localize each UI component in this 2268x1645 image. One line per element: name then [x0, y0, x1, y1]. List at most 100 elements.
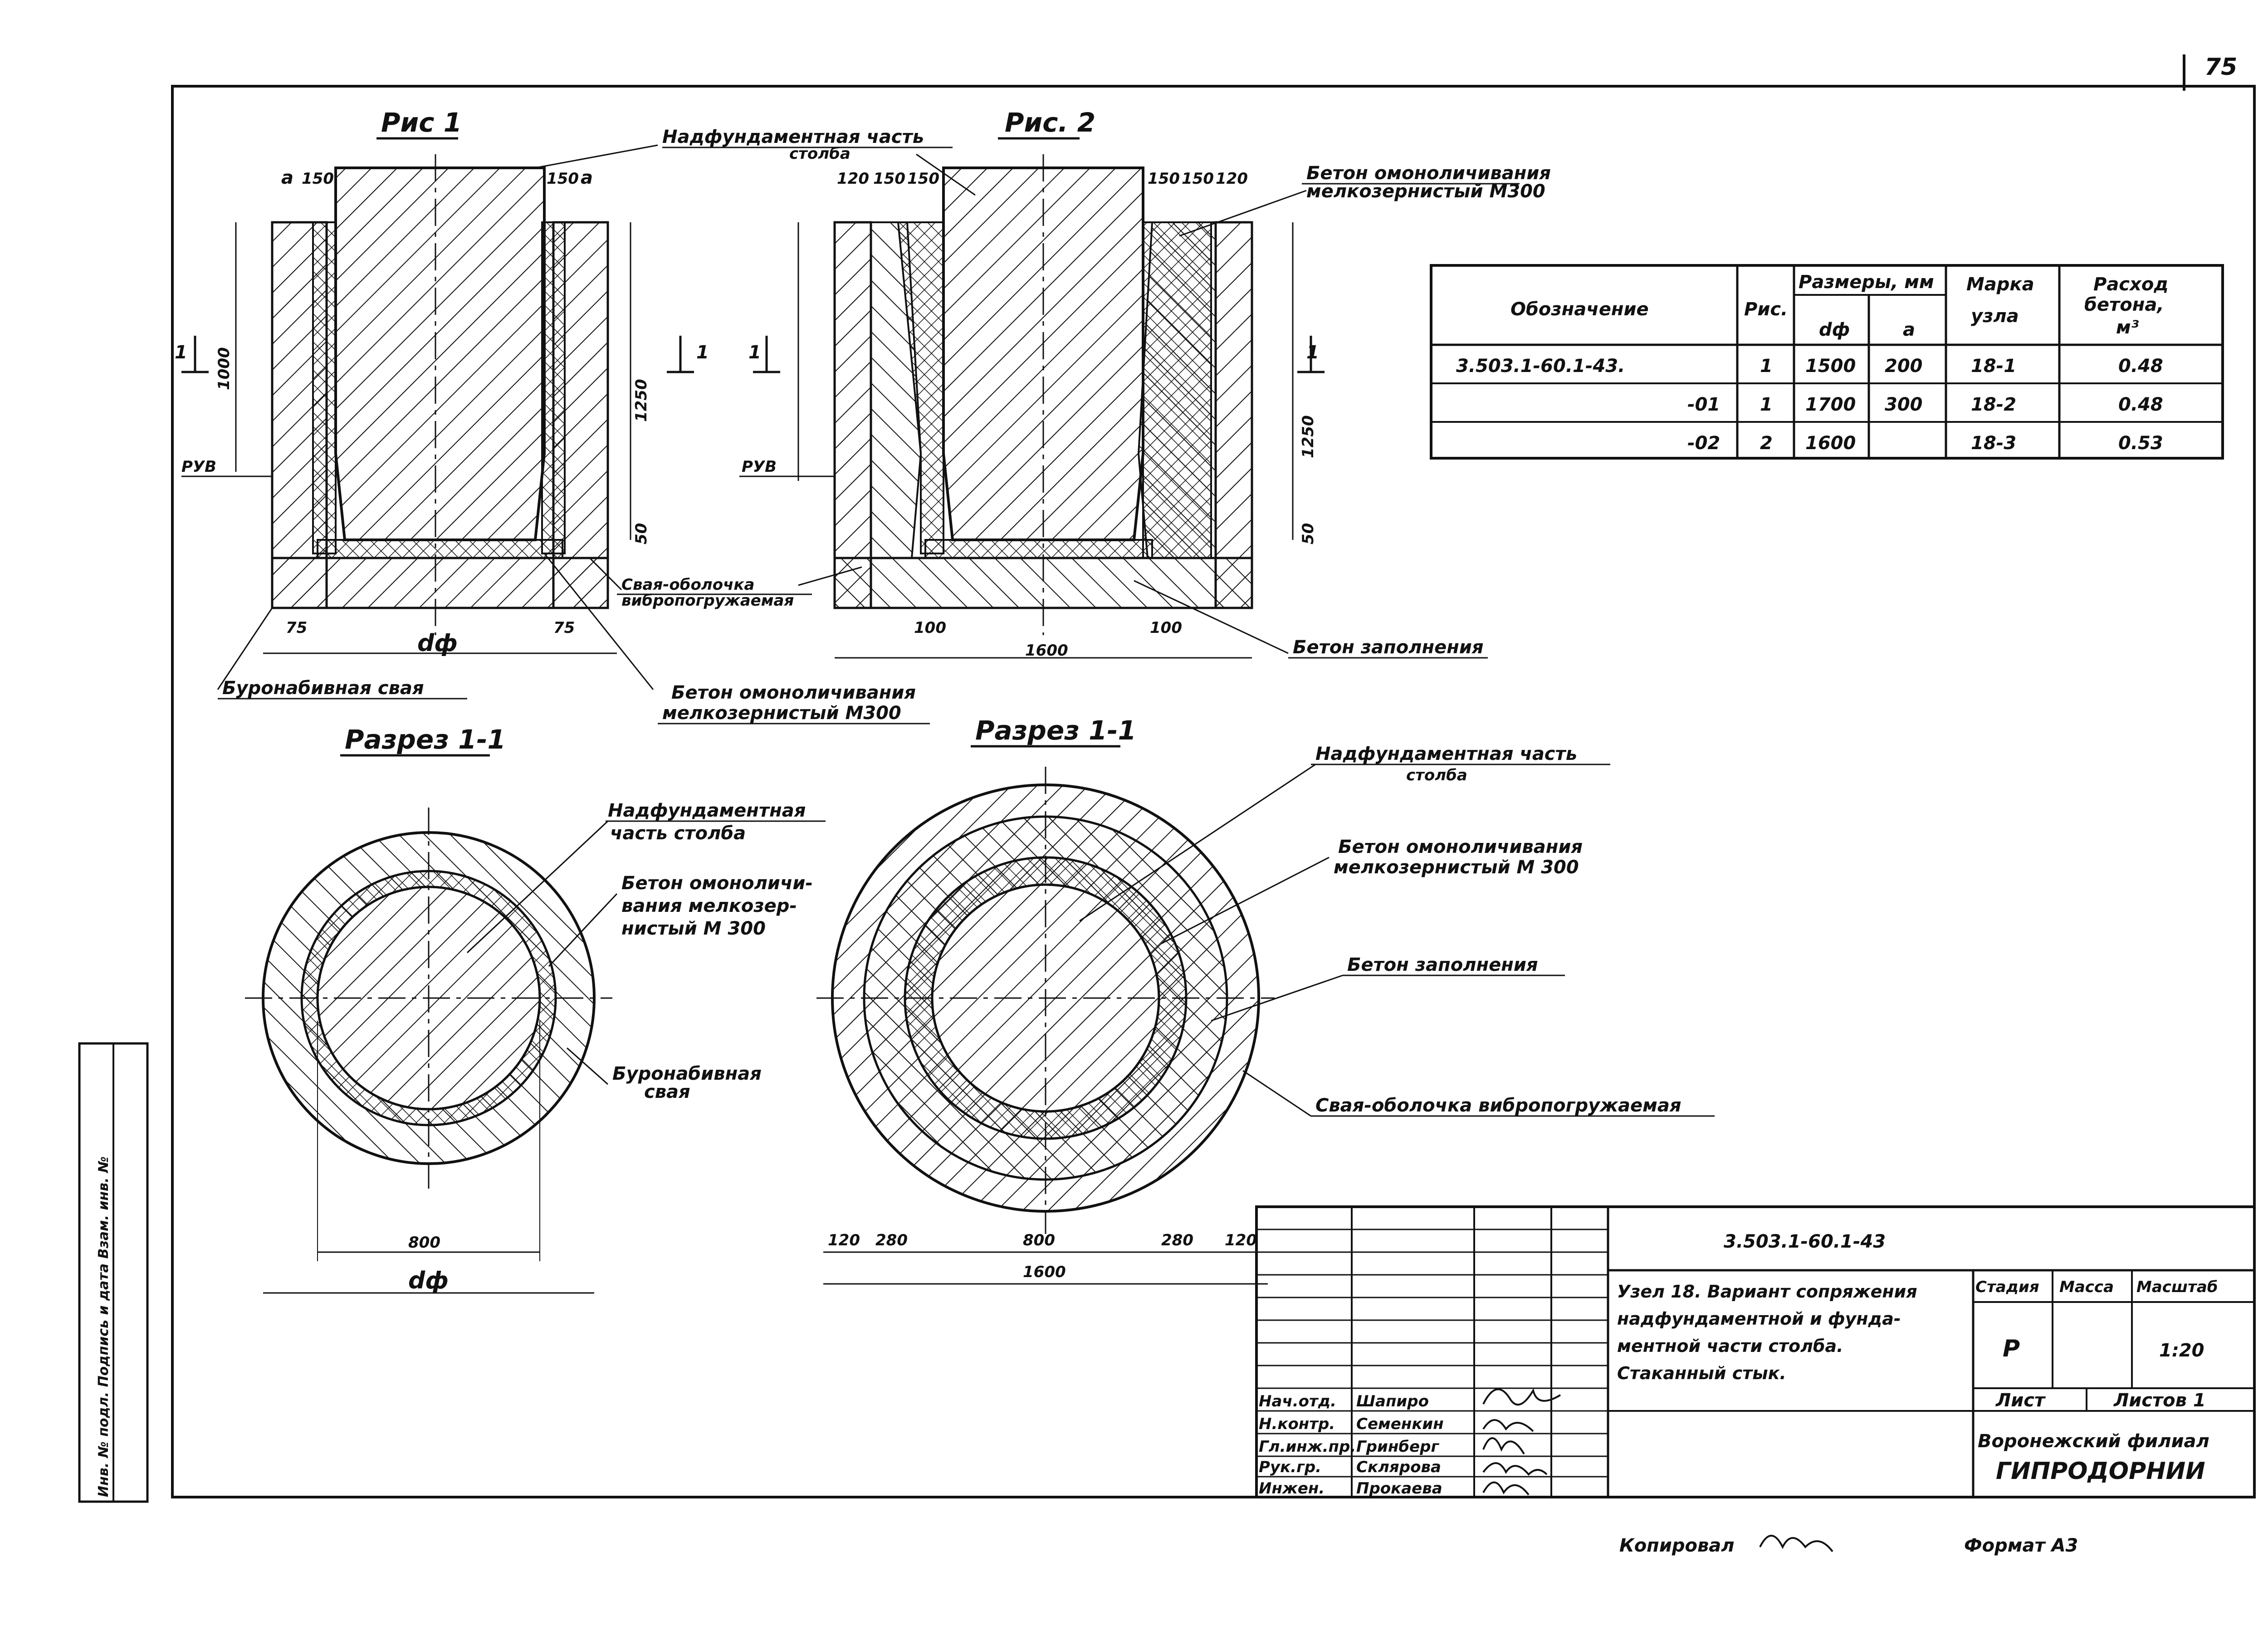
section1-title: Разрез 1-1 — [345, 724, 506, 755]
footer-format: Формат А3 — [1964, 1535, 2078, 1556]
section-1: Разрез 1-1 800 dф Надфундаментная часть … — [245, 724, 826, 1294]
th-razmery: Размеры, мм — [1799, 272, 1934, 293]
tb-code: 3.503.1-60.1-43 — [1724, 1231, 1886, 1252]
row1-obozn: 3.503.1-60.1-43. — [1456, 356, 1625, 377]
page-number: 75 — [2204, 54, 2237, 81]
label-buronab: Буронабивная свая — [222, 678, 424, 699]
figure-1: Рис 1 1000 1250 50 a 150 150 a РУВ 1 1 7… — [175, 107, 709, 690]
row3-obozn: -02 — [1687, 433, 1720, 454]
row1-marka: 18-1 — [1971, 356, 2016, 377]
row1-a: 200 — [1885, 356, 1923, 377]
section2-dim-800: 800 — [1023, 1231, 1055, 1249]
tb-name-2: Семенкин — [1356, 1415, 1444, 1433]
tb-name-5: Прокаева — [1356, 1479, 1442, 1498]
section2-dim-280-left: 280 — [875, 1231, 908, 1249]
th-marka-2: узла — [1971, 306, 2019, 327]
fig1-dim-a-left: a — [281, 167, 293, 188]
signature-1 — [1482, 1388, 1561, 1406]
label-beton-omon-top: Бетон омоноличивания — [1306, 163, 1551, 184]
row1-rashod: 0.48 — [2118, 356, 2163, 377]
tb-massa-h: Масса — [2059, 1278, 2114, 1296]
fig1-dim-1250: 1250 — [632, 379, 650, 422]
labels-top: Надфундаментная часть столба Свая-оболоч… — [218, 127, 976, 725]
section1-dim-df: dф — [408, 1267, 449, 1294]
tb-role-3: Гл.инж.пр. — [1259, 1438, 1356, 1456]
tb-role-5: Инжен. — [1259, 1479, 1325, 1498]
th-marka-1: Марка — [1966, 274, 2034, 295]
fig1-sec-right: 1 — [696, 342, 709, 363]
tb-stadia: Р — [2003, 1335, 2020, 1362]
figure-2: Рис. 2 120 150 150 150 150 120 1250 50 Р… — [739, 107, 1325, 660]
fig2-dim-150-d: 150 — [1182, 170, 1214, 188]
section-2: Разрез 1-1 120 280 800 280 120 1600 Надф… — [816, 715, 1715, 1285]
row3-rashod: 0.53 — [2118, 433, 2163, 454]
s2-label-beton-2: мелкозернистый М 300 — [1334, 857, 1579, 878]
label-nadfund: Надфундаментная часть — [662, 127, 924, 147]
signature-2 — [1482, 1419, 1534, 1432]
s1-label-nadfund-2: часть столба — [610, 823, 746, 844]
fig2-dim-1600: 1600 — [1025, 641, 1068, 660]
sheet-frame — [171, 85, 2256, 1498]
row2-rashod: 0.48 — [2118, 394, 2163, 415]
labels-fig2: Бетон омоноличивания мелкозернистый М300… — [1288, 163, 1551, 659]
fig2-dim-100-left: 100 — [914, 619, 946, 637]
th-rashod-1: Расход — [2093, 274, 2169, 295]
section2-title: Разрез 1-1 — [975, 715, 1136, 746]
label-beton-omon-top-2: мелкозернистый М300 — [1306, 181, 1545, 202]
tb-desc-4: Стаканный стык. — [1617, 1363, 1786, 1383]
row1-ris: 1 — [1760, 356, 1773, 377]
section2-dim-280-right: 280 — [1161, 1231, 1193, 1249]
tb-role-1: Нач.отд. — [1259, 1392, 1336, 1410]
fig1-dim-150-left: 150 — [302, 170, 334, 188]
tb-list: Лист — [1995, 1390, 2046, 1411]
tb-org-1: Воронежский филиал — [1978, 1431, 2209, 1452]
fig2-sec-right: 1 — [1306, 342, 1319, 363]
footer-copied: Копировал — [1619, 1535, 1735, 1556]
fig2-dim-120-left: 120 — [837, 170, 869, 188]
th-oboznachenie: Обозначение — [1510, 299, 1649, 320]
row2-marka: 18-2 — [1971, 394, 2016, 415]
row2-a: 300 — [1885, 394, 1923, 415]
fig1-dim-75-right: 75 — [553, 619, 575, 637]
tb-name-3: Гринберг — [1356, 1438, 1439, 1456]
tb-stadia-h: Стадия — [1975, 1278, 2039, 1296]
th-ris: Рис. — [1744, 299, 1788, 320]
fig2-dim-1250: 1250 — [1299, 415, 1317, 458]
fig2-dim-50: 50 — [1299, 523, 1317, 544]
label-beton-zapoln: Бетон заполнения — [1293, 637, 1484, 658]
tb-desc-3: ментной части столба. — [1617, 1336, 1843, 1356]
row1-df: 1500 — [1805, 356, 1856, 377]
s1-label-buronab: Буронабивная — [612, 1063, 762, 1084]
section1-dim-800: 800 — [408, 1234, 440, 1252]
signature-3 — [1482, 1437, 1525, 1455]
fig2-dim-150-b: 150 — [907, 170, 939, 188]
row2-obozn: -01 — [1687, 394, 1720, 415]
tb-listov: Листов 1 — [2113, 1390, 2206, 1411]
s1-label-beton-3: нистый М 300 — [621, 918, 766, 939]
tb-org-2: ГИПРОДОРНИИ — [1996, 1458, 2205, 1485]
fig1-dim-a-right: a — [581, 167, 593, 188]
fig1-dim-150-right: 150 — [547, 170, 579, 188]
fig2-title: Рис. 2 — [1005, 107, 1095, 138]
tb-masshtab: 1:20 — [2159, 1340, 2204, 1361]
section2-dim-120-right: 120 — [1225, 1231, 1257, 1249]
copier-signature — [1759, 1535, 1833, 1552]
fig2-ruv: РУВ — [742, 458, 777, 476]
s2-label-nadfund: Надфундаментная часть — [1315, 744, 1577, 764]
fig1-dim-1000: 1000 — [215, 347, 233, 390]
s2-label-nadfund-2: столба — [1406, 766, 1467, 784]
row2-df: 1700 — [1805, 394, 1856, 415]
th-a: a — [1903, 319, 1915, 340]
s1-label-beton-2: вания мелкозер- — [621, 896, 797, 916]
label-beton-omon-bottom-2: мелкозернистый М300 — [662, 703, 901, 724]
row3-ris: 2 — [1760, 433, 1773, 454]
fig1-dim-75-left: 75 — [286, 619, 307, 637]
tb-role-2: Н.контр. — [1259, 1415, 1335, 1433]
side-stamp-text: Инв. № подл. Подпись и дата Взам. инв. № — [96, 1156, 112, 1497]
tb-desc-2: надфундаментной и фунда- — [1617, 1309, 1901, 1329]
tb-masshtab-h: Масштаб — [2136, 1278, 2218, 1296]
tb-role-4: Рук.гр. — [1259, 1458, 1321, 1476]
s1-label-nadfund: Надфундаментная — [608, 800, 806, 821]
th-rashod-3: м³ — [2116, 317, 2139, 338]
row2-ris: 1 — [1760, 394, 1773, 415]
